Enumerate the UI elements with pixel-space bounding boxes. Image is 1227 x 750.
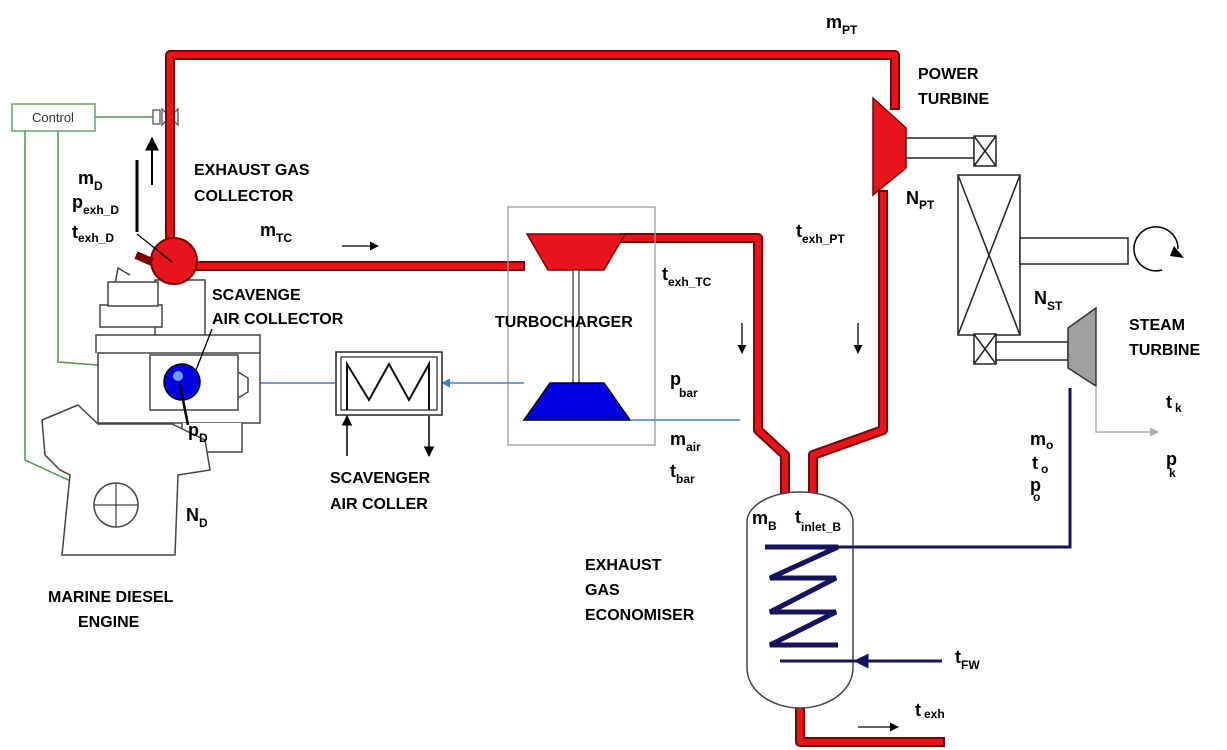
var-t-exh-pt: texh_PT	[796, 221, 845, 246]
var-m-b: mB	[752, 508, 777, 533]
marine-diesel-engine-label-2: ENGINE	[78, 614, 140, 631]
steam-turbine	[1067, 306, 1097, 388]
var-t-inlet-b: tinlet_B	[795, 507, 841, 534]
exhaust-gas-collector-label-1: EXHAUST GAS	[194, 162, 310, 179]
marine-diesel-engine	[41, 266, 261, 556]
var-t-bar: tbar	[670, 461, 695, 486]
economiser-label-2: GAS	[585, 582, 620, 599]
scavenge-air-line	[249, 378, 740, 421]
variable-labels: mPT mD pexh_D texh_D mTC texh_TC texh_PT…	[72, 12, 1182, 721]
power-turbine-label-2: TURBINE	[918, 91, 989, 108]
economiser-label-3: ECONOMISER	[585, 607, 695, 624]
scavenger-air-cooler-label-1: SCAVENGER	[330, 470, 431, 487]
turbocharger-label: TURBOCHARGER	[495, 314, 633, 331]
economiser-label-1: EXHAUST	[585, 557, 662, 574]
steam-turbine-label-1: STEAM	[1129, 317, 1185, 334]
shafts-and-gearbox	[905, 135, 1129, 365]
var-t-exh-tc: texh_TC	[662, 264, 712, 289]
scavenge-air-collector	[163, 363, 201, 401]
var-p-exh-d: pexh_D	[72, 192, 119, 217]
power-turbine	[872, 96, 907, 197]
pointer-lines	[135, 136, 213, 426]
marine-diesel-engine-label-1: MARINE DIESEL	[48, 589, 174, 606]
condenser-outlet-line	[1095, 386, 1159, 437]
control-label: Control	[32, 110, 74, 125]
var-m-o: mo	[1030, 429, 1053, 452]
scavenger-air-cooler	[335, 351, 443, 458]
var-n-st: NST	[1034, 288, 1063, 313]
scavenge-air-collector-label-2: AIR COLLECTOR	[212, 311, 344, 328]
power-turbine-label-1: POWER	[918, 66, 979, 83]
turbocharger	[507, 206, 656, 446]
exhaust-pipes	[165, 50, 945, 747]
rotation-indicator-icon	[1133, 226, 1184, 272]
flow-arrows	[342, 241, 899, 732]
exhaust-gas-collector-label-2: COLLECTOR	[194, 188, 294, 205]
var-m-air: mair	[670, 429, 701, 454]
var-t-exh-d: texh_D	[72, 222, 114, 245]
steam-line	[840, 388, 1072, 549]
scavenge-air-collector-label-1: SCAVENGE	[212, 287, 301, 304]
steam-turbine-label-2: TURBINE	[1129, 342, 1200, 359]
var-m-pt: mPT	[826, 12, 858, 37]
var-t-fw: tFW	[955, 647, 980, 672]
scavenger-air-cooler-label-2: AIR COLLER	[330, 496, 428, 513]
var-m-d: mD	[78, 168, 103, 193]
component-labels: EXHAUST GAS COLLECTOR SCAVENGE AIR COLLE…	[48, 66, 1200, 631]
var-n-d: ND	[186, 505, 208, 530]
var-p-d: pD	[188, 420, 208, 445]
control-unit: Control	[11, 103, 96, 132]
exhaust-gas-collector	[134, 237, 198, 285]
exhaust-gas-economiser	[746, 491, 942, 709]
var-m-tc: mTC	[260, 220, 292, 245]
var-n-pt: NPT	[906, 188, 935, 212]
